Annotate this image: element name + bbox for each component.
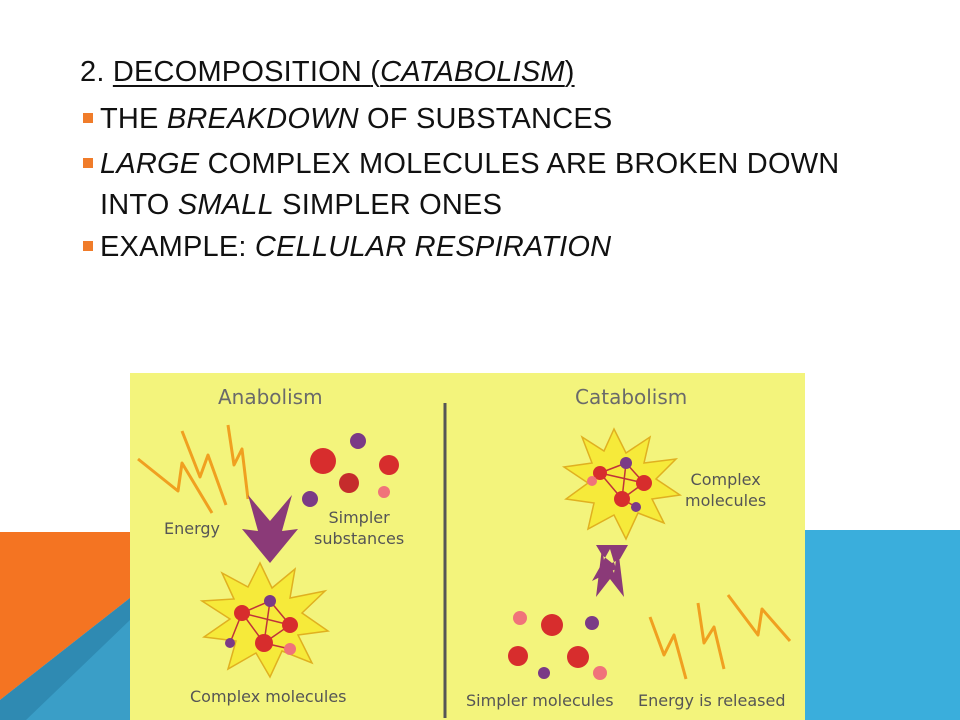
molecule-dot	[302, 491, 318, 507]
simpler-molecules-dots	[508, 611, 607, 680]
bullet-text: COMPLEX MOLECULES ARE BROKEN DOWN	[199, 148, 840, 180]
blue-corner-shape-right	[805, 530, 960, 720]
molecule-dot	[350, 433, 366, 449]
title-italic: CATABOLISM	[380, 56, 565, 88]
catabolism-heading: Catabolism	[575, 385, 688, 409]
bullet-item-breakdown: THE BREAKDOWN OF SUBSTANCES	[80, 98, 940, 141]
bullet-text: OF SUBSTANCES	[358, 103, 613, 135]
bullet-text: SIMPLER ONES	[273, 189, 503, 221]
complex-molecule-right-icon	[561, 427, 683, 541]
bullet-square-icon	[83, 241, 93, 251]
bullet-list: THE BREAKDOWN OF SUBSTANCES LARGE COMPLE…	[80, 98, 940, 269]
bullet-square-icon	[83, 158, 93, 168]
complex-molecule-left-icon	[199, 561, 331, 679]
bullet-italic: LARGE	[100, 148, 200, 180]
bullet-square-icon	[83, 113, 93, 123]
title-word: DECOMPOSITION	[112, 56, 362, 88]
diagram-graphics	[137, 403, 792, 718]
teal-corner-shape-left	[0, 598, 130, 720]
bullet-text: INTO	[100, 189, 178, 221]
title-open-paren: (	[370, 56, 381, 88]
energy-lightning-icon	[137, 424, 250, 514]
substances-label-line: substances	[314, 529, 405, 548]
molecule-dot	[310, 448, 336, 474]
orange-corner-shape	[0, 532, 130, 700]
split-arrow-body	[596, 548, 624, 597]
title-underlined: DECOMPOSITION (CATABOLISM)	[113, 56, 575, 88]
molecule-dot	[378, 486, 390, 498]
energy-released-lightning-icon	[648, 594, 792, 680]
complex-molecules-right-label: Complex molecules	[685, 469, 766, 511]
molecule-dot	[379, 455, 399, 475]
down-arrow-icon	[242, 495, 298, 563]
molecule-dot	[339, 473, 359, 493]
title-number: 2.	[80, 56, 105, 88]
bullet-item-large-complex: LARGE COMPLEX MOLECULES ARE BROKEN DOWN …	[80, 143, 940, 224]
simpler-label-line: Simpler	[328, 508, 390, 527]
metabolism-diagram: Anabolism Catabolism Energy Simpler subs…	[130, 373, 805, 720]
simpler-substances-label: Simpler substances	[314, 507, 404, 549]
simpler-molecules-label: Simpler molecules	[466, 691, 614, 710]
molecules-label-line: molecules	[685, 491, 767, 510]
slide-title: 2. DECOMPOSITION (CATABOLISM)	[80, 56, 575, 89]
bullet-text: EXAMPLE:	[100, 231, 255, 263]
anabolism-heading: Anabolism	[218, 385, 323, 409]
energy-released-label: Energy is released	[638, 691, 786, 710]
energy-label: Energy	[164, 519, 221, 538]
bullet-continuation: INTO SMALL SIMPLER ONES	[100, 186, 940, 224]
title-close-paren: )	[564, 56, 575, 88]
complex-label-line: Complex	[690, 470, 761, 489]
complex-molecules-left-label: Complex molecules	[190, 687, 347, 706]
bullet-text: THE	[100, 103, 167, 135]
simpler-substances-molecules	[302, 433, 399, 507]
bullet-item-example: EXAMPLE: CELLULAR RESPIRATION	[80, 226, 940, 269]
bullet-italic: CELLULAR RESPIRATION	[254, 231, 612, 263]
bullet-italic: SMALL	[177, 189, 274, 221]
bullet-italic: BREAKDOWN	[166, 103, 359, 135]
